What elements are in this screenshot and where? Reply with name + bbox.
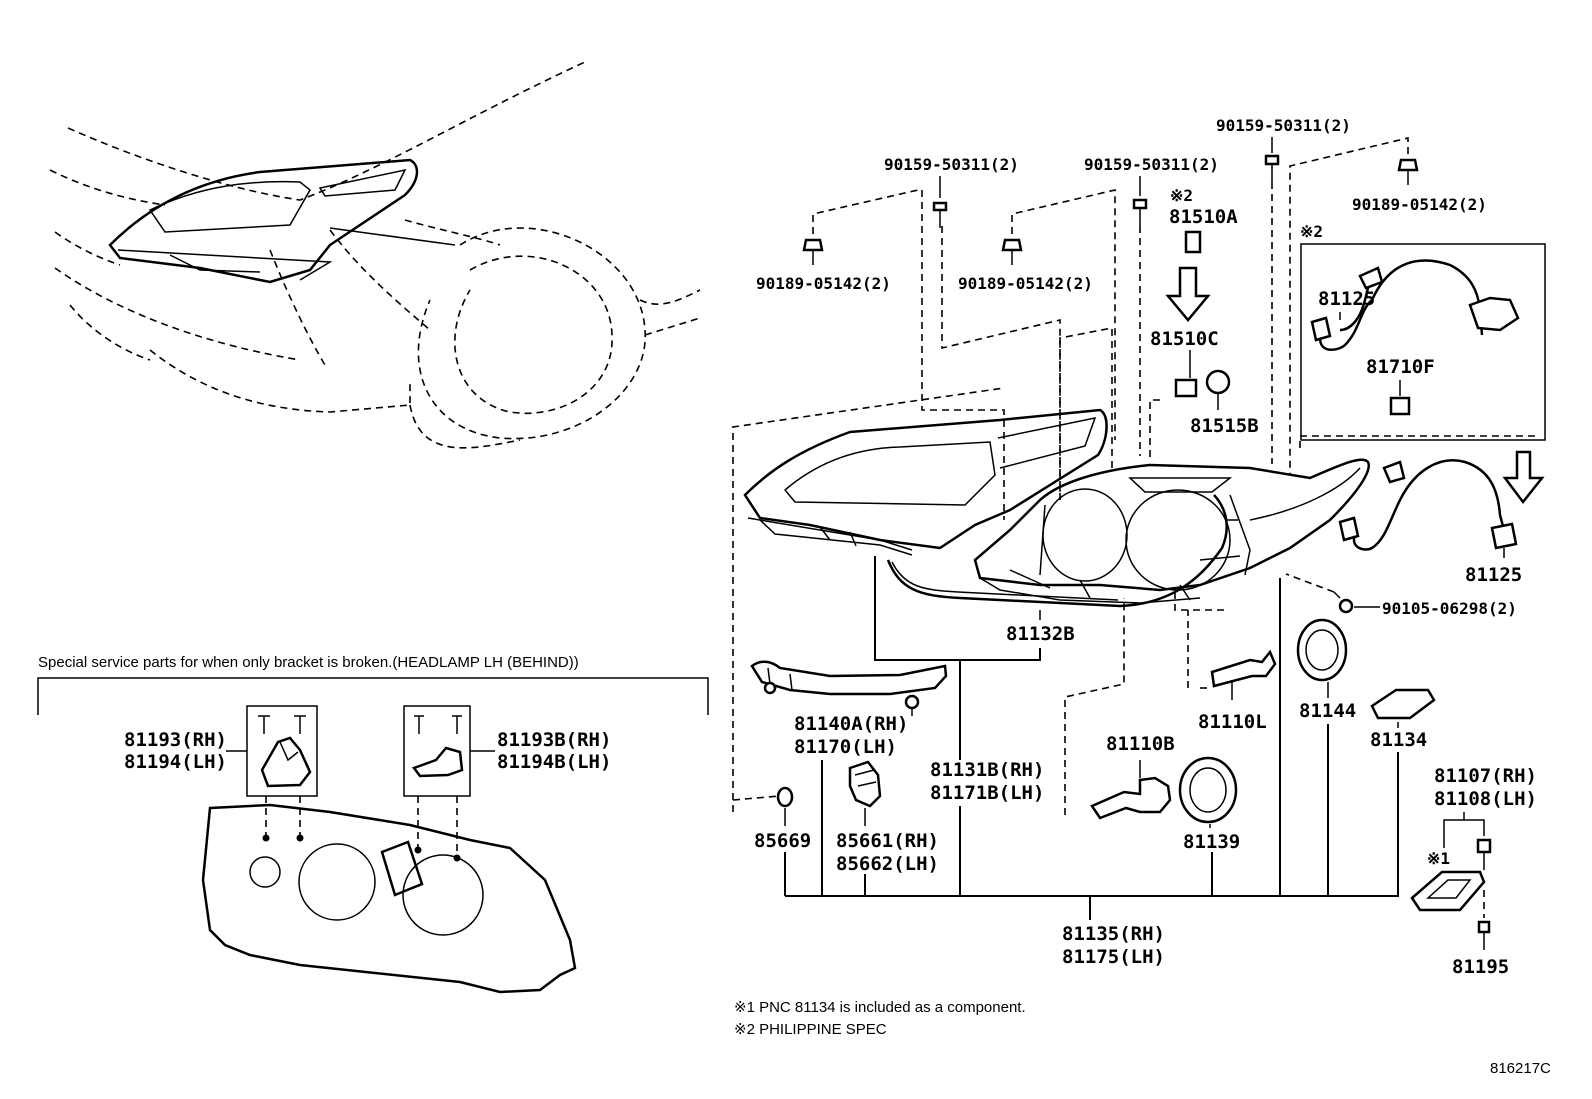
label-81131B: 81131B(RH) [930, 759, 1044, 781]
label-90189-mid: 90189-05142(2) [958, 274, 1093, 293]
arrow-down-icon [1502, 450, 1545, 505]
special-service-caption: Special service parts for when only brac… [38, 654, 579, 671]
harness-81125: 81125 [1338, 459, 1522, 586]
bracket-81193-box [246, 705, 318, 797]
note-1: ※1 PNC 81134 is included as a component. [734, 999, 1026, 1016]
label-81140A: 81140A(RH) [794, 713, 908, 735]
bulb-group: ※2 81510A 81510C 81515B [1149, 186, 1259, 462]
bulb-81510A-icon [1184, 230, 1202, 254]
ring-85669: 85669 [754, 786, 811, 852]
connector-icon [1310, 316, 1332, 342]
label-81110B: 81110B [1106, 733, 1175, 755]
mark-2-bulb: ※2 [1170, 186, 1193, 205]
arrow-down-icon [1165, 266, 1211, 322]
bolt-icon [1476, 838, 1492, 854]
label-90159-top: 90159-50311(2) [1216, 116, 1351, 135]
small-lamp-port [249, 856, 281, 888]
special-service-section: Special service parts for when only brac… [37, 654, 709, 994]
label-81110L: 81110L [1198, 711, 1267, 733]
label-81144: 81144 [1299, 700, 1356, 722]
socket-85661: 85661(RH) 85662(LH) [836, 760, 939, 875]
label-81175: 81175(LH) [1062, 946, 1165, 968]
screw-90105: 90105-06298(2) [1285, 573, 1517, 618]
ballast-icon [1410, 870, 1486, 912]
deflector-81140A: 81140A(RH) 81170(LH) [750, 660, 948, 758]
label-90189-left: 90189-05142(2) [756, 274, 891, 293]
label-81135: 81135(RH) [1062, 923, 1165, 945]
screw-icon [414, 715, 462, 734]
lamp-port-right [402, 854, 484, 936]
bulb-81710F-icon [1389, 396, 1411, 416]
label-81510C: 81510C [1150, 328, 1219, 350]
bolt-icon [1132, 198, 1148, 226]
socket-81515B-icon [1205, 369, 1231, 395]
label-81193B: 81193B(RH) [497, 729, 611, 751]
bolt-icon [1264, 154, 1280, 182]
assembly-tree-81135: 81135(RH) 81175(LH) [784, 578, 1399, 968]
label-81510A: 81510A [1169, 206, 1238, 228]
cap-81144: 81144 [1296, 618, 1356, 722]
lamp-port-left [298, 843, 376, 921]
screw-icon [258, 715, 306, 734]
harness-box: ※2 81125 81710F [1300, 222, 1546, 505]
connector-port [380, 840, 424, 897]
label-81193: 81193(RH) [124, 729, 227, 751]
assembly-guides [732, 190, 1540, 815]
bolt-icon [932, 201, 948, 228]
label-85669: 85669 [754, 830, 811, 852]
label-81139: 81139 [1183, 831, 1240, 853]
label-81125-bot: 81125 [1465, 564, 1522, 586]
label-81195: 81195 [1452, 956, 1509, 978]
ballast-81107: 81107(RH) 81108(LH) ※1 81195 [1410, 765, 1537, 978]
label-85662: 85662(LH) [836, 853, 939, 875]
bracket-81193B-icon [411, 746, 464, 778]
connector-icon [1358, 266, 1384, 290]
label-81134: 81134 [1370, 729, 1427, 751]
label-81108: 81108(LH) [1434, 788, 1537, 810]
headlamp-housing [973, 458, 1370, 604]
figure-code: 816217C [1490, 1060, 1551, 1077]
bulb-81510C-icon [1174, 378, 1198, 398]
label-90105: 90105-06298(2) [1382, 599, 1517, 618]
label-81710F: 81710F [1366, 356, 1435, 378]
connector-icon [1490, 522, 1518, 550]
note-2: ※2 PHILIPPINE SPEC [734, 1021, 887, 1038]
mark-1: ※1 [1427, 849, 1450, 868]
label-81194B: 81194B(LH) [497, 751, 611, 773]
label-90189-right: 90189-05142(2) [1352, 195, 1487, 214]
bulb-81110L: 81110L [1198, 649, 1277, 733]
screw-icon [1477, 920, 1491, 934]
headlamp-back-outline [201, 803, 577, 994]
socket-icon [1468, 296, 1520, 332]
bezel-81132B: 81132B [886, 494, 1228, 645]
headlamp-lens [743, 408, 1108, 556]
label-81194: 81194(LH) [124, 751, 227, 773]
gasket-81134: 81134 [1370, 688, 1436, 751]
label-81125-top: 81125 [1318, 288, 1375, 310]
car-front-illustration [49, 61, 701, 449]
label-90159-left: 90159-50311(2) [884, 155, 1019, 174]
bulb-81110B: 81110B [1090, 733, 1175, 820]
label-81107: 81107(RH) [1434, 765, 1537, 787]
label-81171B: 81171B(LH) [930, 782, 1044, 804]
label-81132B: 81132B [1006, 623, 1075, 645]
connector-icon [1382, 460, 1406, 484]
bracket-81193-icon [260, 736, 312, 788]
cap-81139: 81139 [1178, 756, 1240, 853]
mark-2-box: ※2 [1300, 222, 1323, 241]
clip-icon [1397, 158, 1419, 185]
label-81170: 81170(LH) [794, 736, 897, 758]
connector-icon [1338, 516, 1360, 542]
label-81515B: 81515B [1190, 415, 1259, 437]
label-90159-mid: 90159-50311(2) [1084, 155, 1219, 174]
clip-icon [1001, 238, 1023, 265]
clip-icon [802, 238, 824, 265]
label-85661: 85661(RH) [836, 830, 939, 852]
